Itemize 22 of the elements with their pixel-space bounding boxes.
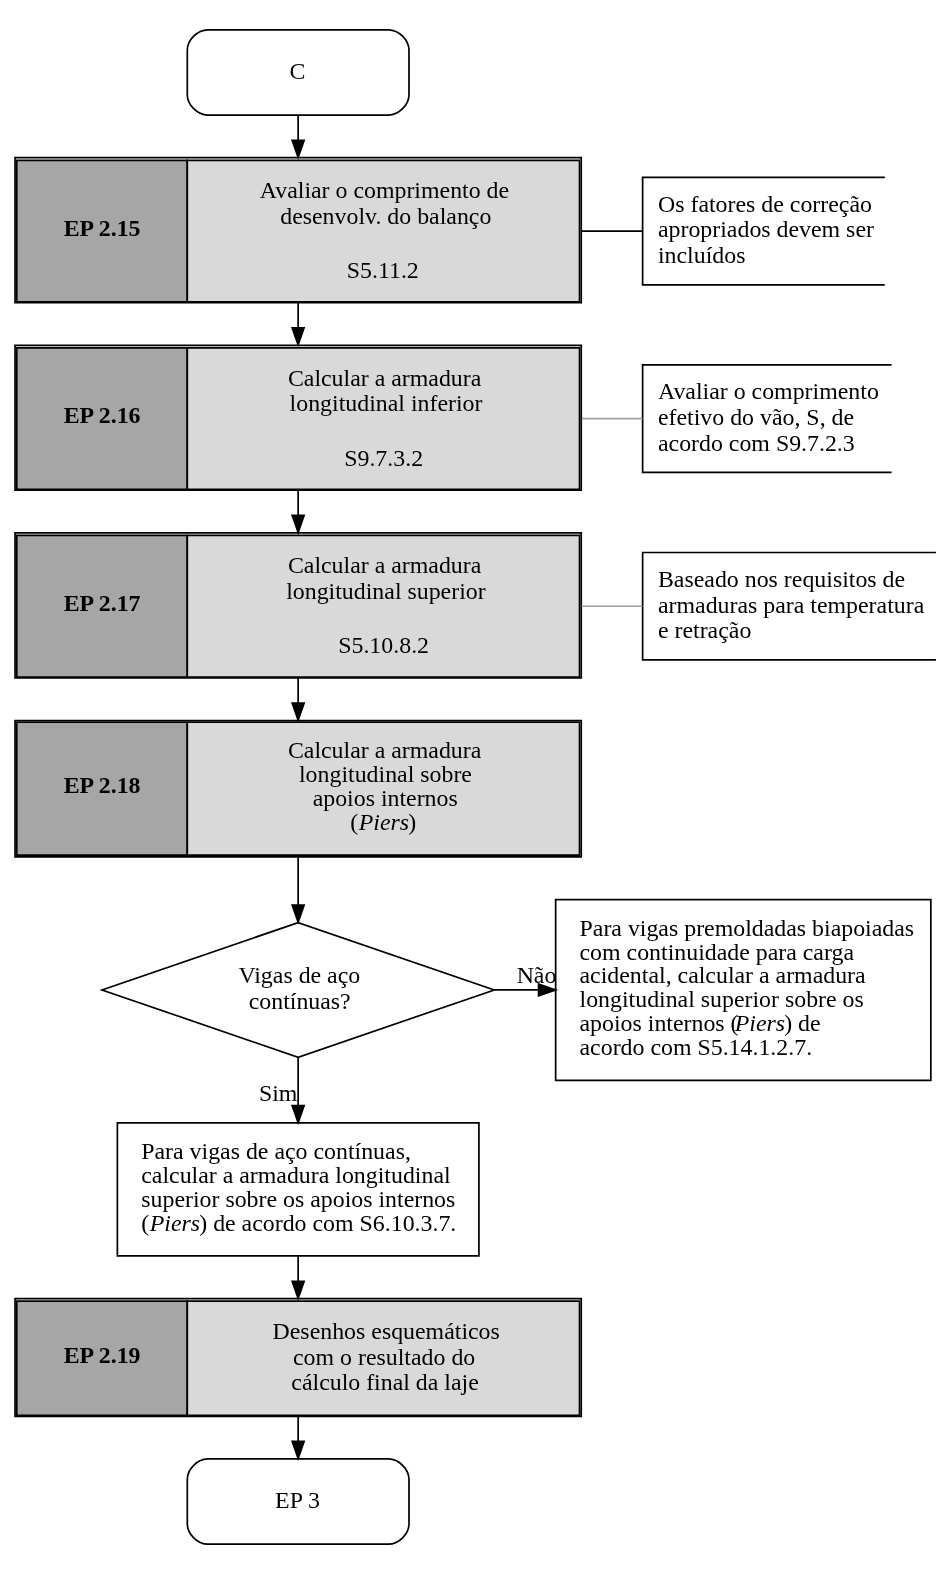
arrow bbox=[290, 114, 306, 160]
node-text: Os fatores de correção apropriados devem ser incluídos bbox=[657, 190, 874, 268]
arrow bbox=[290, 1415, 306, 1461]
arrow bbox=[290, 856, 306, 925]
connector bbox=[580, 229, 644, 232]
node-box: Para vigas premoldadas biapoiadas com continuidade para carga acidental, calcular a armadura longitudinal superior sobre os apoios internos (Piers) de acordo com S5.14.1.2.7. bbox=[554, 898, 932, 1081]
node-box: C bbox=[186, 28, 410, 116]
arrow bbox=[290, 301, 306, 347]
arrow bbox=[290, 1254, 306, 1301]
connector bbox=[580, 604, 644, 607]
node-text: Baseado nos requisitos de armaduras para temperatura e retração bbox=[657, 565, 925, 643]
edge-label: Não bbox=[516, 961, 557, 988]
arrow bbox=[493, 982, 559, 997]
node-diamond: Vigas de aço contínuas? bbox=[99, 921, 497, 1058]
edge-label: Sim bbox=[258, 1079, 298, 1106]
arrow bbox=[290, 1056, 306, 1125]
node-box: EP 3 bbox=[186, 1457, 410, 1545]
arrow bbox=[290, 488, 306, 535]
node-text: Avaliar o comprimento efetivo do vão, S, de acordo com S9.7.2.3 bbox=[657, 377, 879, 456]
arrow bbox=[290, 677, 306, 723]
connector bbox=[580, 417, 644, 419]
node-box: Para vigas de aço contínuas, calcular a armadura longitudinal superior sobre os apoios internos (Piers) de acordo com S6.10.3.7. bbox=[116, 1121, 480, 1257]
